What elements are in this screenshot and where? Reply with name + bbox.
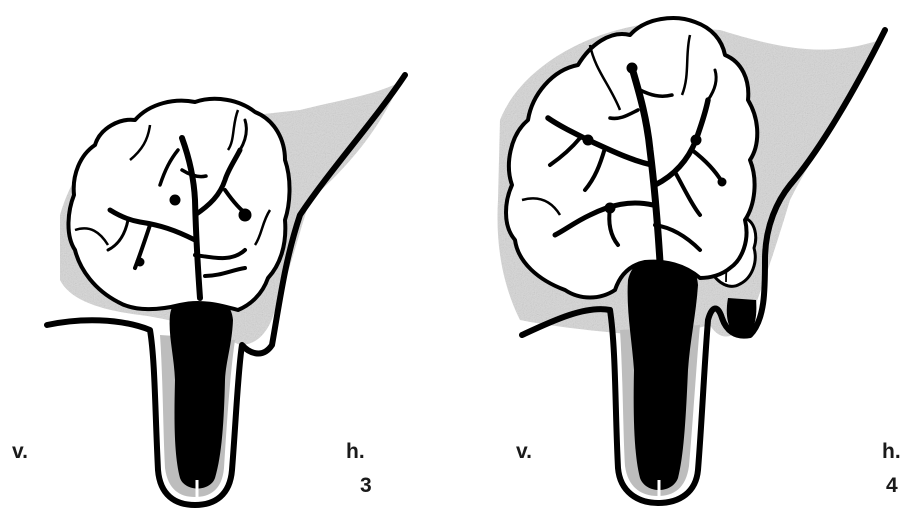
label-ventral: v.: [516, 440, 532, 464]
label-dorsal: h.: [882, 440, 901, 464]
crown-cloud: [68, 99, 289, 310]
figure-3: v. h. 3: [0, 0, 440, 517]
label-dorsal: h.: [346, 440, 365, 464]
figure-4: v. h. 4: [460, 0, 905, 517]
label-ventral: v.: [12, 440, 28, 464]
figure-number: 4: [886, 474, 898, 498]
figure-3-drawing: [0, 0, 440, 517]
figure-number: 3: [360, 474, 372, 498]
